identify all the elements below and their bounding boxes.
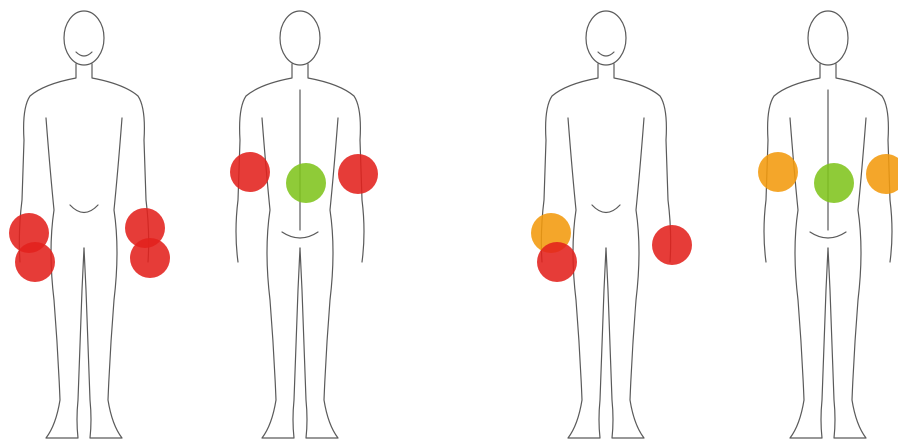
- figure-2-right-elbow-severe-marker: [338, 154, 378, 194]
- figure-3-markers: [531, 213, 692, 282]
- figure-1-svg: [0, 0, 184, 447]
- figure-1-front-body: [0, 0, 184, 447]
- figure-1-left-wrist-lower-severe-marker: [130, 238, 170, 278]
- figure-3-svg: [506, 0, 706, 447]
- figure-2-lower-back-mild-marker: [286, 163, 326, 203]
- figure-4-right-elbow-moderate-marker: [866, 154, 898, 194]
- figure-4-left-elbow-moderate-marker: [758, 152, 798, 192]
- figure-3-left-wrist-severe-marker: [652, 225, 692, 265]
- figure-1-markers: [9, 208, 170, 282]
- figure-4-svg: [728, 0, 898, 447]
- figure-2-outline: [236, 11, 364, 438]
- figure-2-left-elbow-severe-marker: [230, 152, 270, 192]
- figure-2-markers: [230, 152, 378, 203]
- figure-1-right-wrist-lower-severe-marker: [15, 242, 55, 282]
- figure-2-back-body: [200, 0, 400, 447]
- figure-2-svg: [200, 0, 400, 447]
- figure-3-front-body: [506, 0, 706, 447]
- figure-3-right-wrist-lower-severe-marker: [537, 242, 577, 282]
- figure-4-back-body: [728, 0, 898, 447]
- figure-4-outline: [764, 11, 892, 438]
- figure-4-lower-back-mild-marker: [814, 163, 854, 203]
